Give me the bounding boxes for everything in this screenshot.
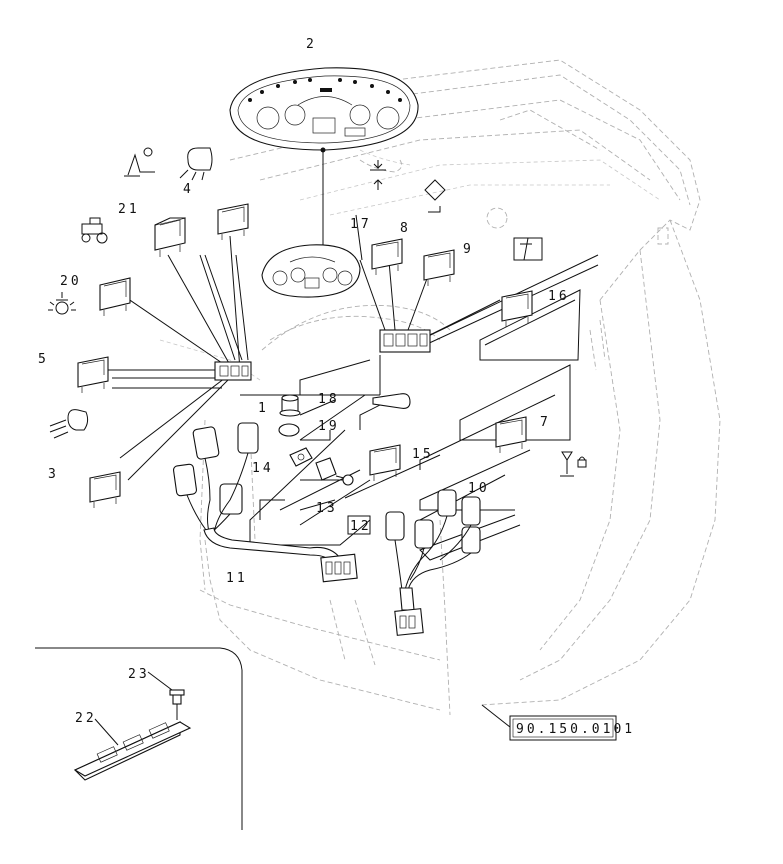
switch-15 [369, 444, 401, 481]
callout-12: 12 [350, 519, 372, 534]
instrument-panel-small [261, 244, 361, 298]
callout-5: 5 [38, 352, 49, 367]
bracket-14 [289, 447, 313, 467]
switch-16 [501, 290, 533, 327]
work-lamp-icon [179, 147, 213, 181]
callout-2: 2 [306, 37, 317, 52]
callout-18: 18 [318, 392, 340, 407]
horn-icon [372, 393, 411, 409]
switch-7 [495, 416, 527, 453]
callout-11: 11 [226, 571, 248, 586]
callout-7: 7 [540, 415, 551, 430]
harness-11 [172, 422, 358, 583]
harness-10 [385, 489, 481, 636]
knob-18 [279, 394, 301, 417]
reference-label: 90.150.0101 [509, 715, 635, 741]
plough-lift-icon [124, 147, 155, 177]
hazard-icon [424, 179, 446, 213]
switch-9 [423, 249, 455, 286]
switch-4 [217, 203, 249, 240]
callout-17: 17 [350, 217, 372, 232]
callout-20: 20 [60, 274, 82, 289]
switch-21 [154, 217, 186, 257]
switch-bank-left [214, 361, 252, 381]
callout-13: 13 [316, 501, 338, 516]
switch-3 [89, 471, 121, 508]
instrument-panel-large [229, 67, 419, 153]
callout-23: 23 [128, 667, 150, 682]
callout-9: 9 [463, 242, 474, 257]
beacon-light-icon [48, 292, 76, 315]
callout-3: 3 [48, 467, 59, 482]
callouts: 2 21 4 20 5 3 17 8 9 16 1 18 19 14 15 7 … [38, 37, 570, 726]
callout-1: 1 [258, 401, 269, 416]
switch-bank-right [379, 329, 431, 353]
reference-code: 90.150.0101 [516, 722, 635, 737]
callout-22: 22 [75, 711, 97, 726]
switch-8 [371, 238, 403, 275]
seal-19 [278, 423, 300, 437]
lamp-lock-icon [560, 451, 587, 477]
socket-12 [315, 457, 354, 486]
headlight-icon [49, 409, 89, 439]
callout-19: 19 [318, 419, 340, 434]
switch-5 [77, 356, 109, 393]
callout-12-box [347, 515, 371, 535]
callout-15: 15 [412, 447, 434, 462]
detail-inset [35, 647, 243, 830]
callout-21: 21 [118, 202, 140, 217]
callout-14: 14 [252, 461, 274, 476]
callout-16: 16 [548, 289, 570, 304]
callout-10: 10 [468, 481, 490, 496]
callout-8: 8 [400, 221, 411, 236]
wiper-icon [513, 237, 543, 261]
arrow-up-down-icon [370, 160, 386, 190]
callout-4: 4 [183, 182, 194, 197]
switch-20 [99, 277, 131, 316]
tractor-icon [81, 217, 108, 244]
cab-outline [159, 59, 721, 716]
